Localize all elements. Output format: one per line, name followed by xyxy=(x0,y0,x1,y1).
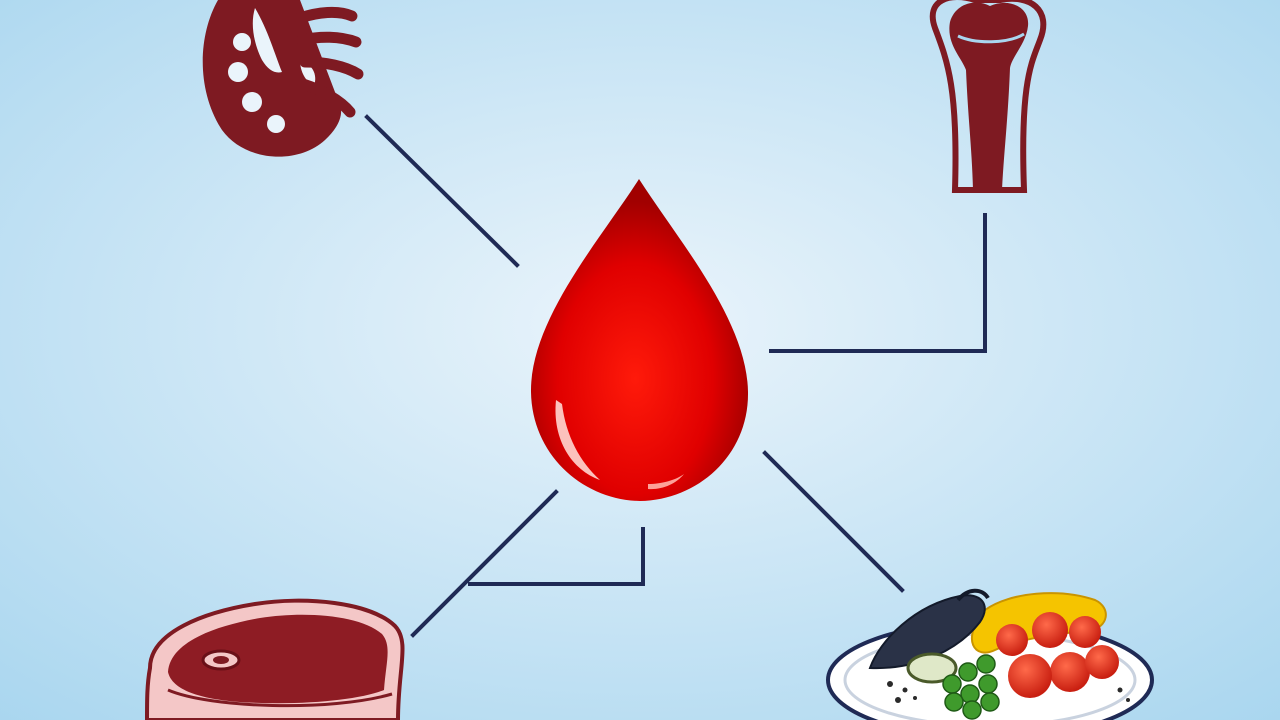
connector-kidney xyxy=(364,114,520,268)
connector-bracket xyxy=(468,527,645,586)
kidney-icon xyxy=(202,0,364,157)
connector-bone xyxy=(769,213,987,353)
connector-plate xyxy=(762,450,905,593)
food-plate-icon xyxy=(826,588,1154,720)
blood-drop-icon xyxy=(530,179,749,501)
connector-lines xyxy=(364,114,987,638)
connector-meat xyxy=(410,489,559,638)
bone-joint-icon xyxy=(929,0,1047,193)
